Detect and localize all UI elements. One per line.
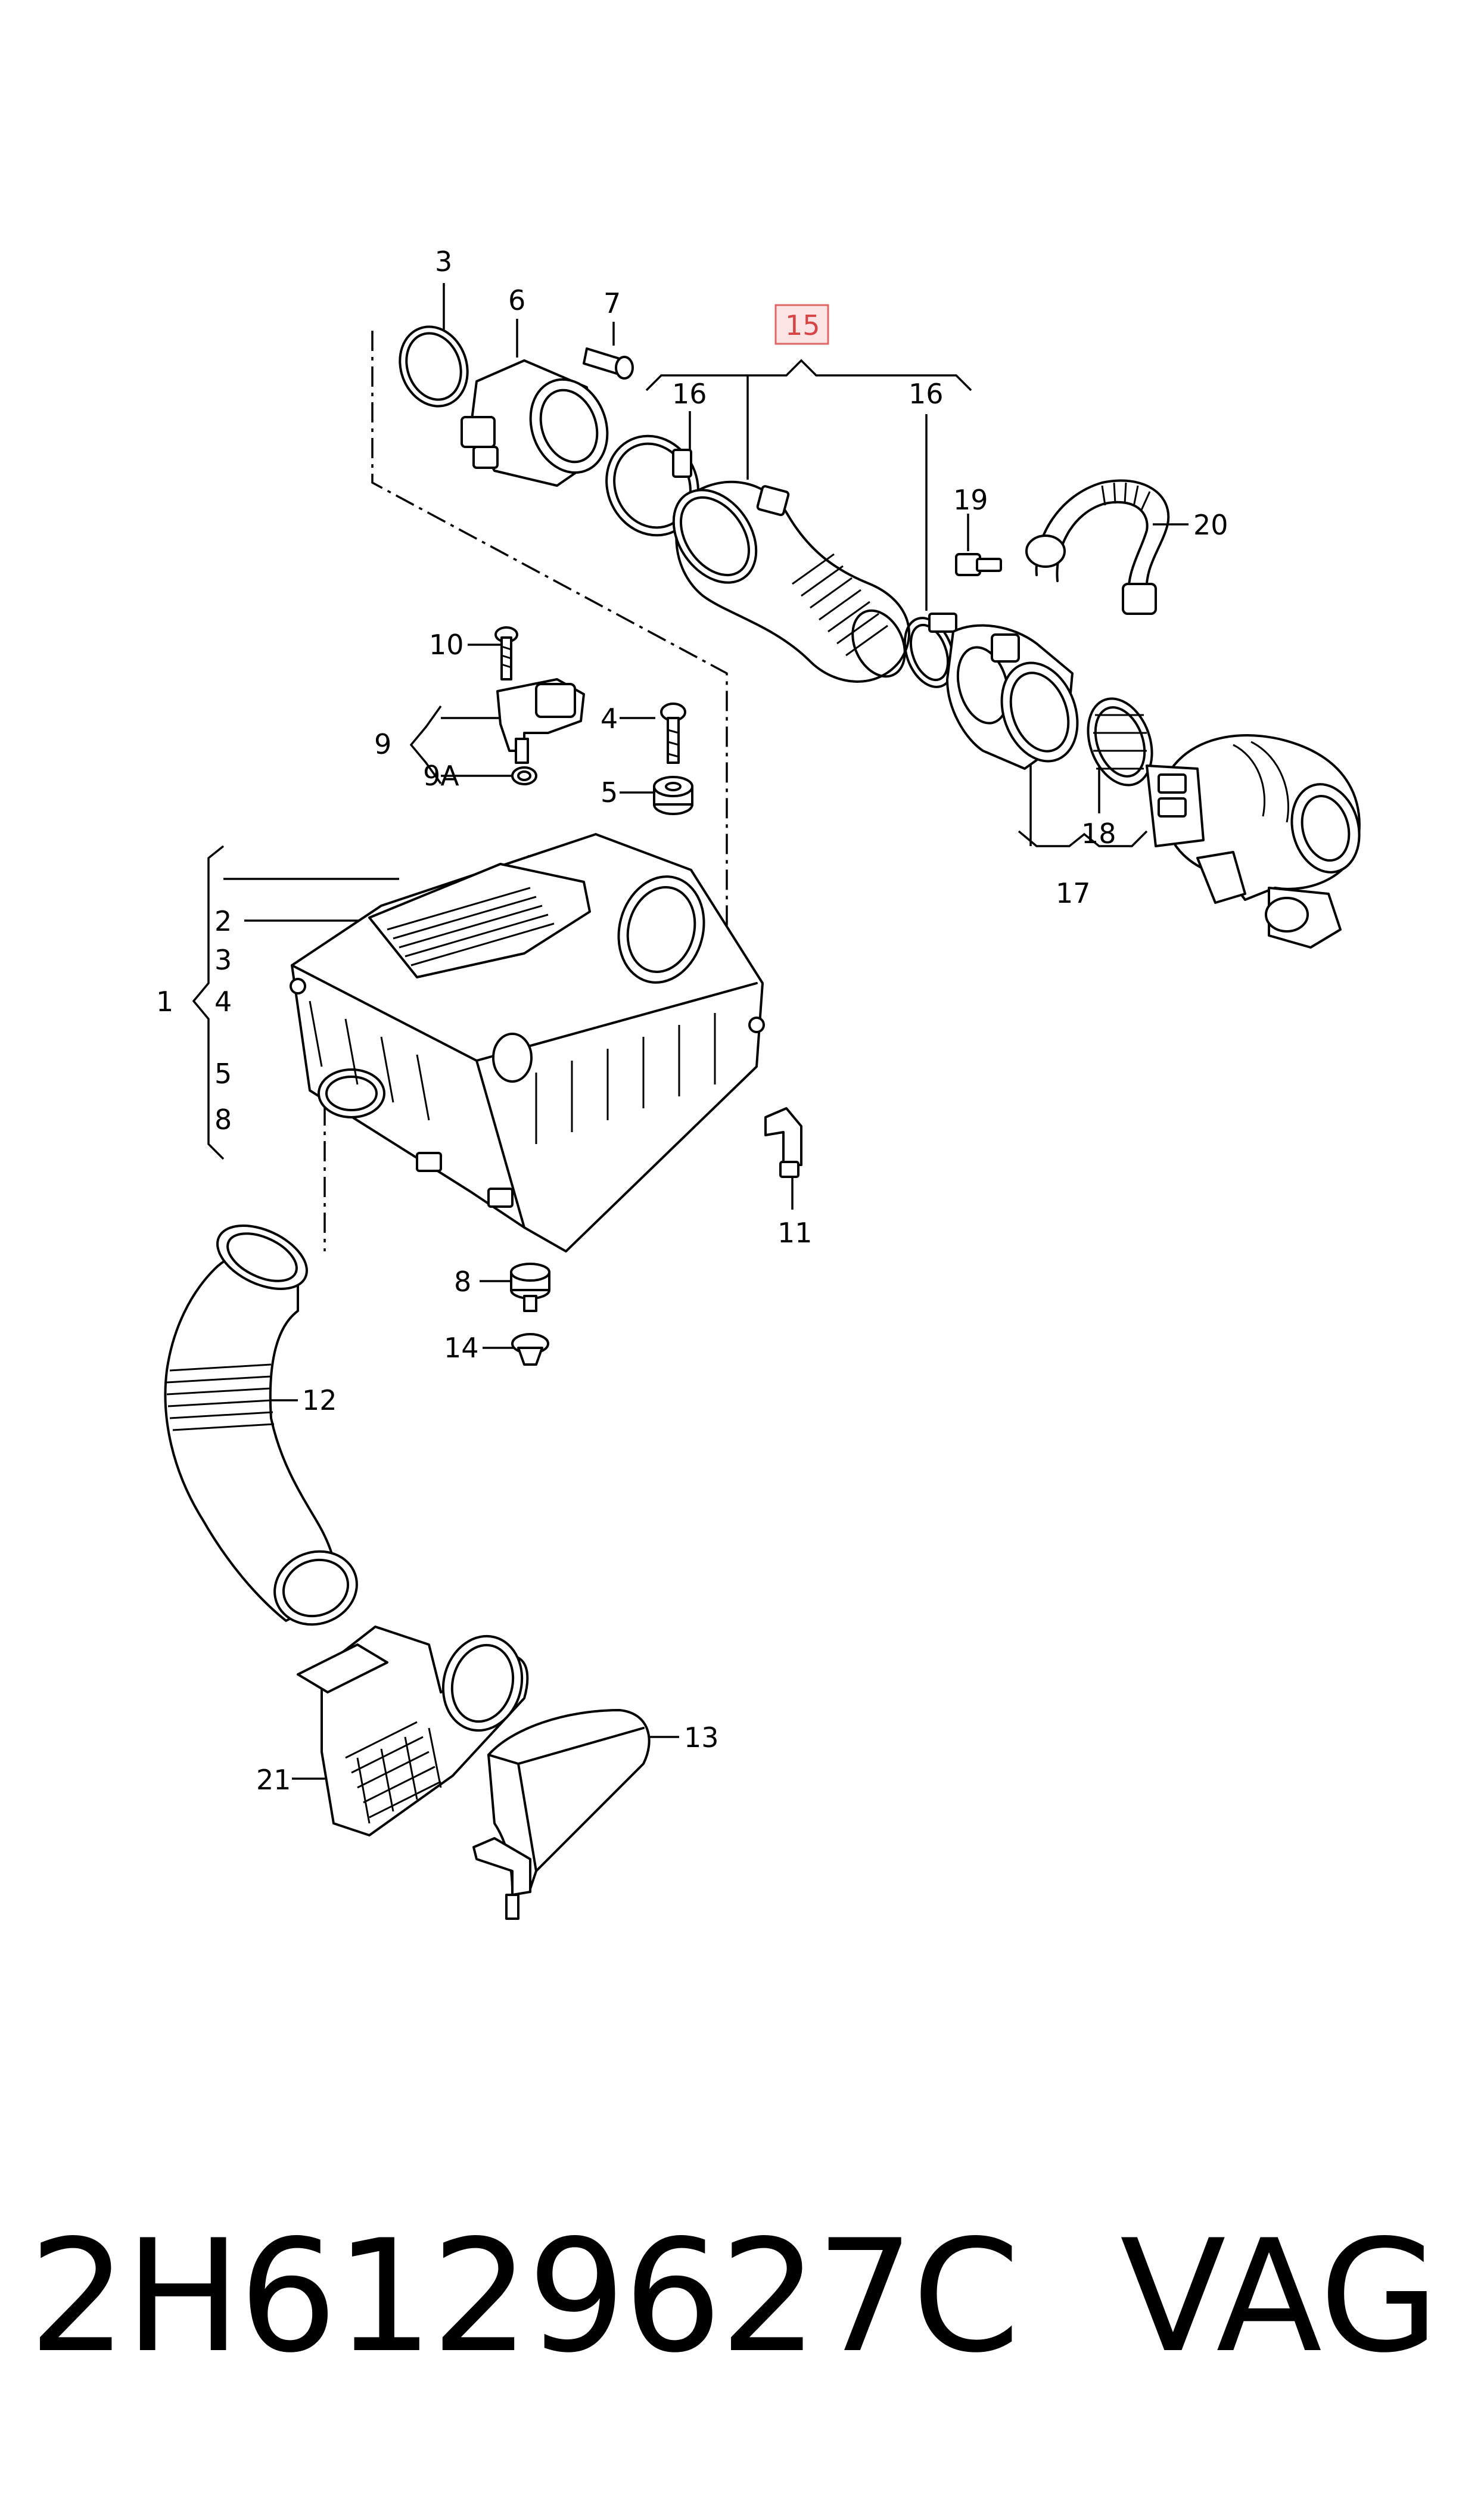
callout-12: 12 bbox=[302, 1384, 337, 1416]
part-number: 2H6129627C bbox=[29, 2207, 1020, 2387]
grommet-8 bbox=[510, 1263, 550, 1312]
callout-1: 1 bbox=[156, 986, 173, 1018]
callout-4-left: 4 bbox=[214, 986, 232, 1018]
hose-clamp-16-right bbox=[903, 613, 957, 688]
seal-ring-18 bbox=[1087, 697, 1153, 787]
grommet-5 bbox=[653, 776, 693, 815]
callout-8-left: 8 bbox=[214, 1104, 232, 1136]
callout-5-left: 5 bbox=[214, 1058, 232, 1090]
screw-4 bbox=[660, 703, 686, 764]
intake-hose-12 bbox=[164, 1225, 358, 1626]
callout-3-top: 3 bbox=[435, 245, 452, 278]
callout-7: 7 bbox=[603, 287, 621, 319]
callout-17: 17 bbox=[1056, 877, 1091, 909]
callout-15: 15 bbox=[785, 309, 820, 341]
seal-9a bbox=[511, 766, 537, 785]
air-duct-21 bbox=[297, 1626, 529, 1836]
screw-10 bbox=[494, 626, 518, 680]
air-filter-housing bbox=[290, 833, 765, 1253]
callout-19: 19 bbox=[953, 484, 988, 516]
callout-13: 13 bbox=[684, 1721, 719, 1754]
callout-10: 10 bbox=[429, 629, 464, 661]
callout-11: 11 bbox=[777, 1217, 813, 1249]
callout-6: 6 bbox=[508, 284, 525, 316]
callout-9a: 9A bbox=[423, 760, 459, 792]
screw-7 bbox=[583, 347, 634, 380]
sensor-9 bbox=[496, 678, 585, 764]
air-mass-meter bbox=[461, 359, 609, 487]
callout-3-left: 3 bbox=[214, 944, 232, 976]
callout-8-bottom: 8 bbox=[454, 1266, 471, 1298]
callout-5-right: 5 bbox=[601, 776, 618, 809]
callout-21: 21 bbox=[256, 1764, 291, 1796]
intake-pipe-17 bbox=[946, 624, 1079, 770]
callout-16-right: 16 bbox=[909, 378, 944, 410]
clip-14 bbox=[511, 1333, 549, 1366]
o-ring-seal bbox=[399, 325, 469, 408]
callout-2: 2 bbox=[214, 905, 232, 937]
callout-20: 20 bbox=[1193, 509, 1228, 541]
brand-name: VAG bbox=[1120, 2207, 1439, 2387]
turbocharger bbox=[1146, 734, 1361, 949]
callout-15-highlight-box bbox=[774, 304, 829, 345]
callout-4-right: 4 bbox=[601, 703, 618, 735]
intake-hose-15 bbox=[672, 480, 910, 683]
screw-19 bbox=[955, 553, 1002, 576]
group-brackets bbox=[192, 359, 1148, 1160]
callout-14: 14 bbox=[444, 1332, 479, 1364]
callout-labels: 3 6 7 15 16 16 19 20 10 9 9A 4 5 18 17 1… bbox=[156, 245, 1228, 1796]
callout-9: 9 bbox=[374, 728, 391, 760]
hose-clamp-16-left bbox=[605, 434, 699, 537]
callout-18: 18 bbox=[1081, 818, 1116, 850]
breather-hose-20 bbox=[1025, 479, 1170, 615]
air-guide-13 bbox=[472, 1709, 651, 1920]
elbow-fitting-11 bbox=[764, 1107, 802, 1178]
callout-16-left: 16 bbox=[672, 378, 707, 410]
